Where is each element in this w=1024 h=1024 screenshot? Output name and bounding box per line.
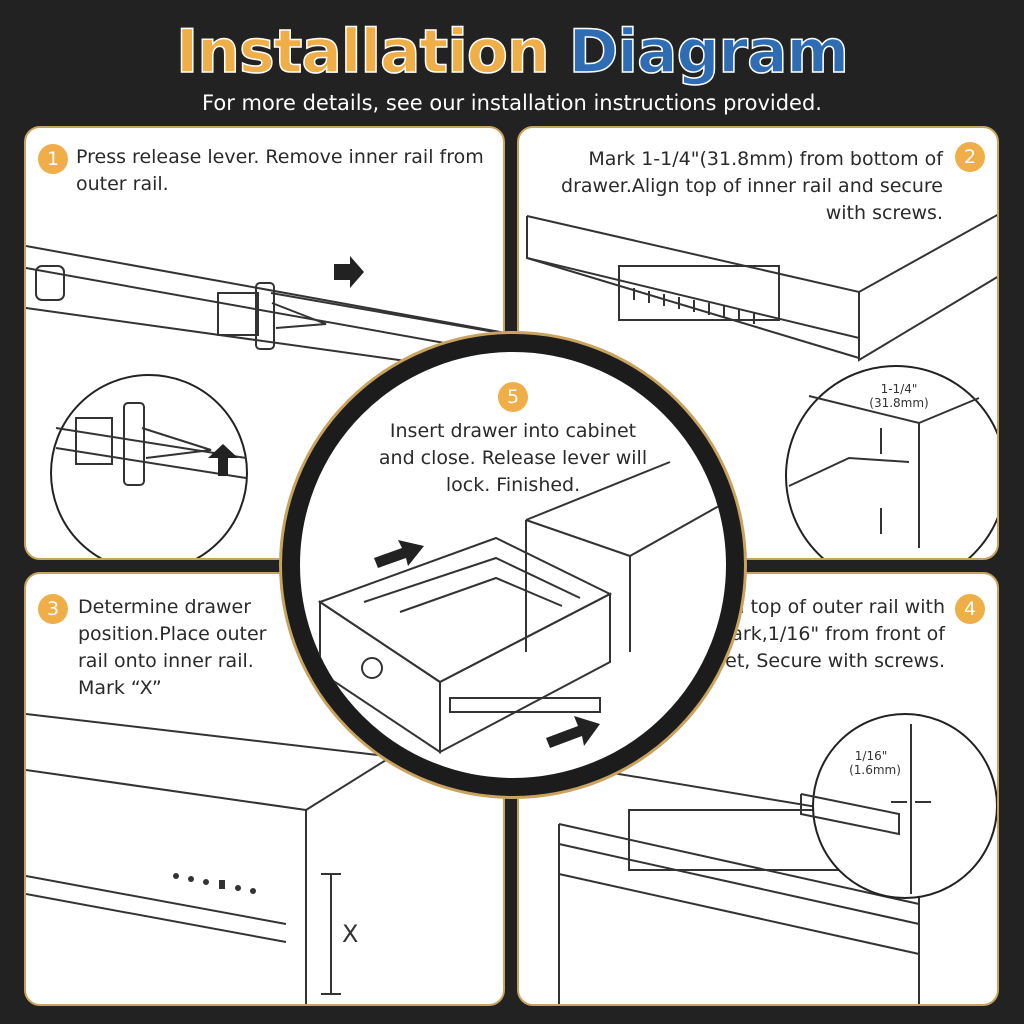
- step-5-badge: 5: [498, 382, 528, 412]
- step-1-badge: 1: [38, 144, 68, 174]
- title-word-diagram: Diagram: [568, 16, 850, 88]
- step-2-badge: 2: [955, 142, 985, 172]
- arrow-right-icon: [374, 540, 424, 568]
- magnifier-circle: [50, 374, 248, 558]
- dimension-label-inch: 1-1/4": [881, 382, 918, 396]
- mark-x-label: X: [342, 920, 358, 948]
- step-2-illustration: 1-1/4" (31.8mm): [526, 213, 997, 558]
- step-4-illustration: 1/16" (1.6mm): [558, 713, 997, 1004]
- arrow-up-icon: [208, 444, 238, 476]
- step-5-illustration: [317, 461, 726, 754]
- arrow-right-icon: [334, 256, 364, 288]
- step-1-illustration: [26, 245, 503, 558]
- step-5-text: Insert drawer into cabinet and close. Re…: [378, 420, 648, 496]
- title-word-installation: Installation: [175, 16, 550, 88]
- step-4-badge: 4: [955, 594, 985, 624]
- step-3-badge: 3: [38, 594, 68, 624]
- step-4-text: Align top of outer rail with mark,1/16" …: [673, 596, 945, 672]
- page-title: Installation Diagram: [0, 14, 1024, 90]
- step-2-text: Mark 1-1/4"(31.8mm) from bottom of drawe…: [561, 148, 943, 224]
- step-5-circle: 5 Insert drawer into cabinet and close. …: [282, 334, 744, 796]
- dimension-label-inch: 1/16": [855, 749, 887, 763]
- dimension-label-mm: (31.8mm): [869, 396, 928, 410]
- step-3-panel: X 3 Determine drawer position.Place oute…: [24, 572, 505, 1006]
- step-1-text: Press release lever. Remove inner rail f…: [76, 146, 484, 195]
- magnifier-circle: [812, 713, 997, 899]
- arrow-right-icon: [546, 716, 600, 748]
- magnifier-circle: [785, 365, 997, 558]
- dimension-label-mm: (1.6mm): [849, 763, 901, 777]
- page-subtitle: For more details, see our installation i…: [202, 91, 822, 115]
- step-1-panel: 1 Press release lever. Remove inner rail…: [24, 126, 505, 560]
- step-3-text: Determine drawer position.Place outer ra…: [78, 596, 267, 699]
